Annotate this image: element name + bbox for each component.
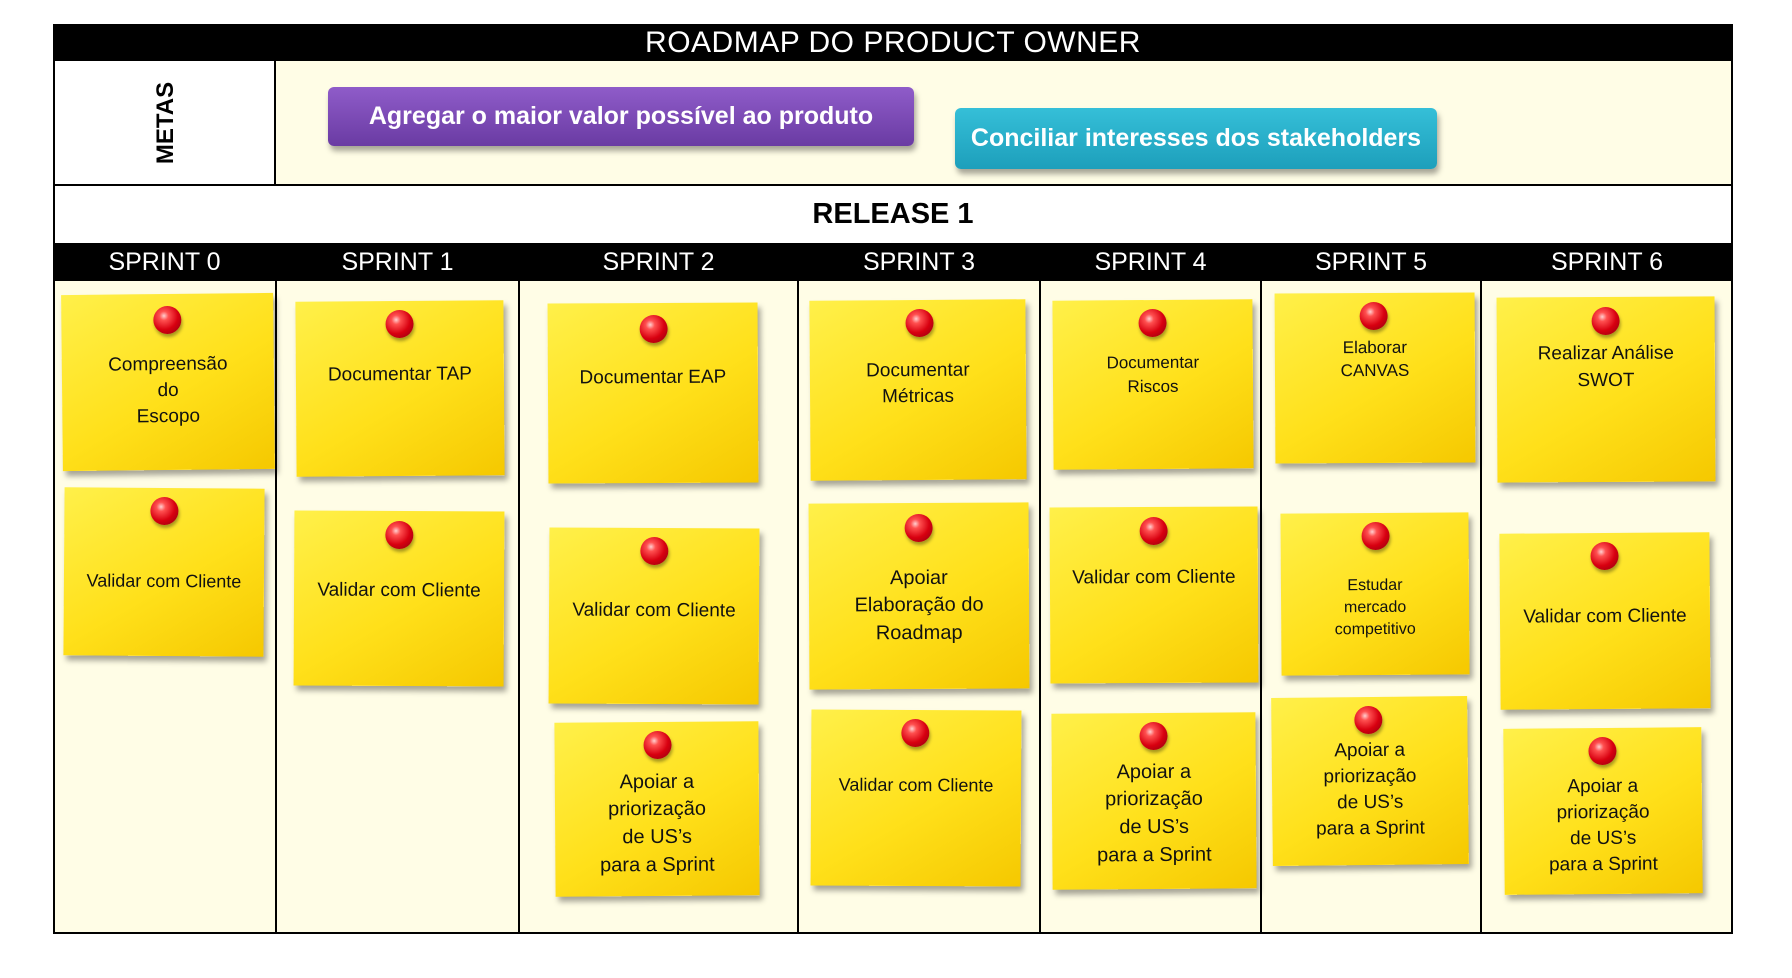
sticky-note: Documentar Métricas — [809, 299, 1027, 481]
sprint-6-header: SPRINT 6 — [1550, 247, 1664, 276]
sticky-note: Validar com Cliente — [810, 709, 1022, 887]
pushpin-icon — [150, 496, 179, 526]
pushpin-icon — [385, 309, 414, 339]
pushpin-icon — [1138, 308, 1167, 338]
note-text: Validar com Cliente — [1523, 605, 1687, 628]
release-label: RELEASE 1 — [53, 186, 1733, 243]
sticky-note: Validar com Cliente — [548, 527, 760, 705]
note-text: Apoiar Elaboração do Roadmap — [854, 566, 984, 645]
sprint-3-header: SPRINT 3 — [862, 247, 976, 276]
sticky-note: Realizar Análise SWOT — [1496, 296, 1716, 483]
sticky-note: Apoiar Elaboração do Roadmap — [808, 502, 1030, 690]
sprint-0-header: SPRINT 0 — [108, 247, 221, 276]
sticky-note: Apoiar a priorização de US’s para a Spri… — [554, 721, 760, 897]
sprint-header-bar — [53, 243, 1733, 281]
note-text: Apoiar a priorização de US’s para a Spri… — [600, 770, 715, 876]
pushpin-icon — [901, 718, 930, 748]
pushpin-icon — [1139, 516, 1168, 546]
pushpin-icon — [385, 520, 414, 550]
sticky-note: Apoiar a priorização de US’s para a Spri… — [1503, 727, 1703, 895]
goal-maximize-value: Agregar o maior valor possível ao produt… — [328, 87, 914, 146]
pushpin-icon — [1591, 306, 1620, 336]
note-text: Apoiar a priorização de US’s para a Spri… — [1548, 775, 1658, 876]
page-title: ROADMAP DO PRODUCT OWNER — [53, 24, 1733, 61]
note-text: Estudar mercado competitivo — [1334, 576, 1416, 639]
column-divider — [1039, 281, 1041, 934]
sticky-note: Apoiar a priorização de US’s para a Spri… — [1051, 712, 1257, 890]
note-text: Documentar Riscos — [1106, 352, 1200, 396]
pushpin-icon — [639, 314, 668, 344]
pushpin-icon — [1359, 301, 1388, 331]
sprint-4-header: SPRINT 4 — [1094, 247, 1207, 276]
sticky-note: Documentar EAP — [547, 302, 759, 484]
sticky-note: Validar com Cliente — [293, 510, 505, 687]
sticky-note: Documentar Riscos — [1052, 299, 1254, 470]
column-divider — [797, 281, 799, 934]
pushpin-icon — [1590, 541, 1619, 571]
sticky-note: Elaborar CANVAS — [1274, 292, 1476, 464]
goals-label: METAS — [152, 81, 179, 165]
goal-stakeholder-interests: Conciliar interesses dos stakeholders — [955, 108, 1437, 169]
pushpin-icon — [905, 308, 934, 338]
note-text: Realizar Análise SWOT — [1537, 342, 1674, 391]
pushpin-icon — [1139, 721, 1168, 751]
sprint-5-header: SPRINT 5 — [1314, 247, 1428, 276]
goals-label-cell — [53, 61, 276, 186]
note-text: Validar com Cliente — [838, 774, 994, 795]
pushpin-icon — [1354, 705, 1383, 735]
note-text: Apoiar a priorização de US’s para a Spri… — [1097, 760, 1212, 866]
note-text: Validar com Cliente — [86, 570, 242, 592]
column-divider — [518, 281, 520, 934]
pushpin-icon — [1361, 521, 1390, 551]
pushpin-icon — [640, 536, 669, 566]
note-text: Validar com Cliente — [572, 599, 736, 622]
note-text: Documentar TAP — [327, 363, 472, 386]
pushpin-icon — [904, 513, 933, 543]
sticky-note: Apoiar a priorização de US’s para a Spri… — [1271, 695, 1469, 867]
note-text: Documentar Métricas — [866, 359, 970, 408]
sticky-note: Validar com Cliente — [1499, 532, 1711, 710]
note-text: Elaborar CANVAS — [1340, 337, 1410, 381]
sticky-note: Documentar TAP — [295, 300, 505, 477]
sticky-note: Validar com Cliente — [1049, 506, 1259, 684]
sprint-1-header: SPRINT 1 — [341, 247, 454, 276]
note-text: Validar com Cliente — [317, 579, 481, 602]
sprint-2-header: SPRINT 2 — [602, 247, 715, 276]
note-text: Validar com Cliente — [1072, 566, 1236, 589]
sticky-note: Compreensão do Escopo — [61, 292, 275, 472]
pushpin-icon — [153, 305, 182, 335]
sticky-note: Validar com Cliente — [63, 487, 265, 657]
column-divider — [1260, 281, 1262, 934]
note-text: Compreensão do Escopo — [108, 353, 228, 428]
column-divider — [275, 281, 277, 934]
note-text: Documentar EAP — [579, 366, 727, 389]
note-text: Apoiar a priorização de US’s para a Spri… — [1315, 739, 1425, 840]
pushpin-icon — [643, 730, 672, 760]
pushpin-icon — [1588, 736, 1617, 766]
sticky-note: Estudar mercado competitivo — [1280, 512, 1470, 676]
column-divider — [1480, 281, 1482, 934]
